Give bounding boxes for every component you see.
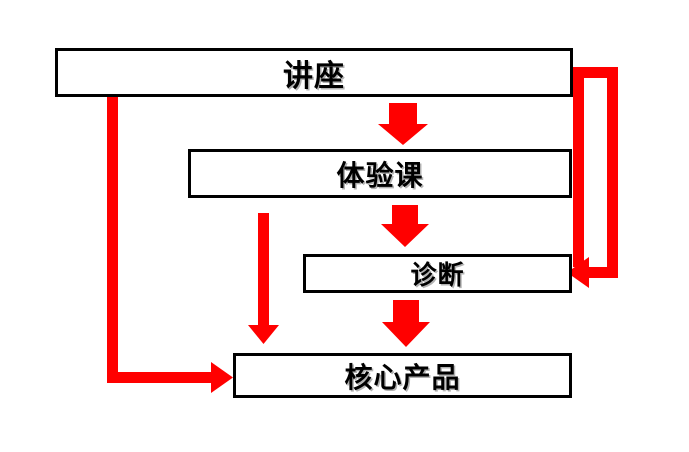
arrow-diagnosis-to-core <box>382 300 430 347</box>
arrow-lecture-to-trial <box>378 103 428 145</box>
node-lecture-label: 讲座 <box>283 58 345 94</box>
node-core[interactable]: 核心产品 <box>233 353 572 398</box>
node-trial[interactable]: 体验课 <box>188 149 572 198</box>
node-diagnosis[interactable]: 诊断 <box>303 254 572 293</box>
node-lecture[interactable]: 讲座 <box>55 48 573 97</box>
arrow-trial-to-core-direct <box>248 213 279 344</box>
node-diagnosis-label: 诊断 <box>410 261 465 291</box>
arrow-trial-to-diagnosis <box>381 205 429 247</box>
node-core-label: 核心产品 <box>344 360 461 394</box>
arrow-lecture-to-core-bypass <box>107 97 233 393</box>
node-trial-label: 体验课 <box>336 158 424 192</box>
arrow-lecture-to-diagnosis-bypass <box>567 67 618 288</box>
